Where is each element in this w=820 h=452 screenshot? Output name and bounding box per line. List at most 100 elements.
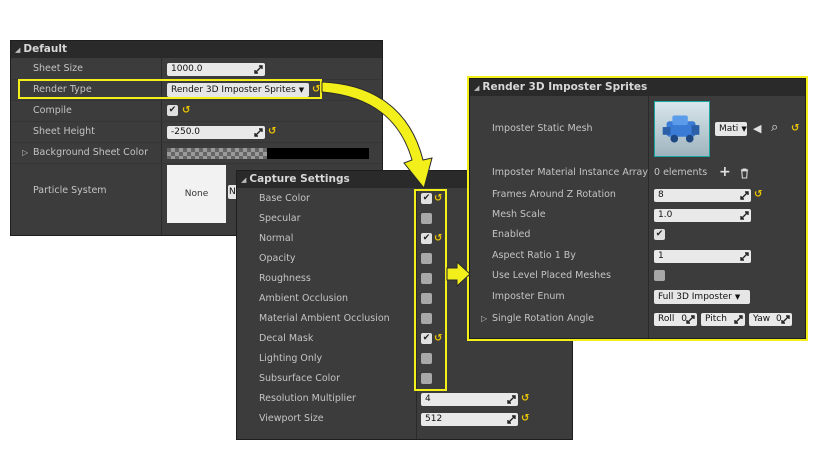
chevron-down-icon: ▼ — [734, 293, 741, 301]
collapse-icon: ◢ — [241, 176, 247, 184]
expand-icon[interactable]: ▷ — [22, 148, 29, 157]
sheet-size-input[interactable]: 1000.0 — [167, 63, 265, 76]
add-element-icon[interactable]: + — [719, 164, 731, 180]
use-level-placed-label: Use Level Placed Meshes — [492, 270, 611, 281]
default-category-header[interactable]: ◢Default — [11, 41, 382, 58]
chevron-down-icon: ▼ — [741, 125, 747, 133]
yaw-value: 0 — [776, 314, 782, 324]
column-divider[interactable] — [648, 96, 649, 338]
imposter-static-mesh-row: Imposter Static Mesh — [470, 119, 805, 139]
aspect-ratio-input[interactable]: 1 — [654, 250, 751, 263]
enabled-label: Enabled — [492, 229, 531, 240]
sheet-size-row: Sheet Size 1000.0 — [11, 59, 382, 79]
spin-arrows-icon[interactable] — [507, 395, 516, 404]
imposter-panel-highlight — [467, 76, 808, 341]
roll-input[interactable]: Roll 0 — [654, 313, 697, 326]
yaw-input[interactable]: Yaw 0 — [749, 313, 792, 326]
specular-checkbox[interactable] — [421, 213, 432, 224]
background-color-swatch[interactable] — [167, 148, 369, 159]
imposter-panel-header[interactable]: ◢Render 3D Imposter Sprites — [470, 79, 805, 96]
spin-arrows-icon[interactable] — [781, 315, 790, 324]
enabled-checkbox[interactable]: ✔ — [654, 229, 665, 240]
spin-arrows-icon[interactable] — [734, 315, 743, 324]
specular-row: Specular — [237, 209, 572, 229]
ambient-occlusion-row: Ambient Occlusion — [237, 289, 572, 309]
subsurface-color-checkbox[interactable] — [421, 373, 432, 384]
particle-system-picker[interactable]: N — [228, 185, 239, 199]
imposter-enum-row: Imposter Enum Full 3D Imposter▼ — [470, 287, 805, 307]
lighting-only-checkbox[interactable] — [421, 353, 432, 364]
material-ambient-occlusion-row: Material Ambient Occlusion — [237, 309, 572, 329]
spin-arrows-icon[interactable] — [740, 252, 749, 261]
particle-system-thumbnail[interactable]: None — [167, 165, 226, 223]
roughness-checkbox[interactable] — [421, 273, 432, 284]
reset-to-default-icon[interactable]: ↺ — [434, 193, 443, 204]
viewport-size-input[interactable]: 512 — [421, 413, 518, 426]
reset-to-default-icon[interactable]: ↺ — [521, 413, 530, 424]
expand-icon[interactable]: ▷ — [481, 314, 488, 323]
lighting-only-row: Lighting Only — [237, 349, 572, 369]
reset-to-default-icon[interactable]: ↺ — [268, 126, 277, 137]
sheet-height-input[interactable]: -250.0 — [167, 126, 265, 139]
render-3d-imposter-panel: ◢Render 3D Imposter Sprites Imposter Sta… — [469, 78, 806, 339]
spin-arrows-icon[interactable] — [507, 415, 516, 424]
reset-to-default-icon[interactable]: ↺ — [434, 333, 443, 344]
reset-to-default-icon[interactable]: ↺ — [521, 393, 530, 404]
single-rotation-label: Single Rotation Angle — [492, 313, 595, 324]
pitch-input[interactable]: Pitch — [701, 313, 745, 326]
row-separator — [11, 163, 382, 164]
spin-arrows-icon[interactable] — [686, 315, 695, 324]
render-type-row: Render Type Render 3D Imposter Sprites▼ … — [11, 80, 382, 100]
spin-arrows-icon[interactable] — [254, 65, 263, 74]
roll-label: Roll — [658, 314, 675, 324]
reset-to-default-icon[interactable]: ↺ — [754, 189, 763, 200]
reset-to-default-icon[interactable]: ↺ — [791, 123, 800, 134]
resolution-multiplier-value: 4 — [425, 394, 431, 404]
compile-checkbox[interactable]: ✔ — [167, 105, 178, 116]
render-type-dropdown[interactable]: Render 3D Imposter Sprites▼ — [167, 83, 309, 97]
compile-label: Compile — [33, 105, 72, 116]
material-ambient-occlusion-checkbox[interactable] — [421, 313, 432, 324]
static-mesh-dropdown[interactable]: Mati▼ — [715, 122, 747, 136]
mesh-scale-input[interactable]: 1.0 — [654, 209, 751, 222]
background-sheet-color-row: ▷ Background Sheet Color — [11, 143, 382, 163]
opacity-label: Opacity — [259, 253, 296, 264]
material-instance-array-row: Imposter Material Instance Array 0 eleme… — [470, 163, 805, 183]
reset-to-default-icon[interactable]: ↺ — [312, 84, 321, 95]
static-mesh-thumbnail[interactable] — [654, 101, 710, 157]
roll-value: 0 — [681, 314, 687, 324]
frames-around-z-label: Frames Around Z Rotation — [492, 189, 616, 200]
ambient-occlusion-checkbox[interactable] — [421, 293, 432, 304]
normal-row: Normal ✔ ↺ — [237, 229, 572, 249]
roughness-row: Roughness — [237, 269, 572, 289]
frames-around-z-input[interactable]: 8 — [654, 189, 751, 202]
aspect-ratio-label: Aspect Ratio 1 By — [492, 250, 576, 261]
resolution-multiplier-input[interactable]: 4 — [421, 393, 518, 406]
opacity-row: Opacity — [237, 249, 572, 269]
normal-checkbox[interactable]: ✔ — [421, 233, 432, 244]
resolution-multiplier-label: Resolution Multiplier — [259, 393, 356, 404]
render-type-value: Render 3D Imposter Sprites — [171, 85, 296, 95]
opacity-checkbox[interactable] — [421, 253, 432, 264]
column-divider[interactable] — [161, 58, 162, 235]
reset-to-default-icon[interactable]: ↺ — [434, 233, 443, 244]
imposter-static-mesh-label: Imposter Static Mesh — [492, 123, 593, 134]
trash-icon[interactable] — [740, 168, 749, 179]
reset-to-default-icon[interactable]: ↺ — [182, 105, 191, 116]
viewport-size-label: Viewport Size — [259, 413, 324, 424]
particle-system-label: Particle System — [33, 185, 107, 196]
spin-arrows-icon[interactable] — [254, 128, 263, 137]
imposter-enum-dropdown[interactable]: Full 3D Imposter▼ — [654, 290, 750, 304]
use-selected-arrow-icon[interactable]: ◀ — [753, 122, 762, 135]
row-separator — [11, 142, 382, 143]
search-icon[interactable]: ⌕ — [771, 120, 779, 135]
column-divider[interactable] — [416, 188, 417, 439]
decal-mask-checkbox[interactable]: ✔ — [421, 333, 432, 344]
alpha-checker-pattern — [167, 148, 267, 159]
spin-arrows-icon[interactable] — [740, 191, 749, 200]
base-color-checkbox[interactable]: ✔ — [421, 193, 432, 204]
use-level-placed-checkbox[interactable] — [654, 270, 665, 281]
spin-arrows-icon[interactable] — [740, 211, 749, 220]
imposter-enum-label: Imposter Enum — [492, 291, 565, 302]
viewport-size-value: 512 — [425, 414, 443, 424]
